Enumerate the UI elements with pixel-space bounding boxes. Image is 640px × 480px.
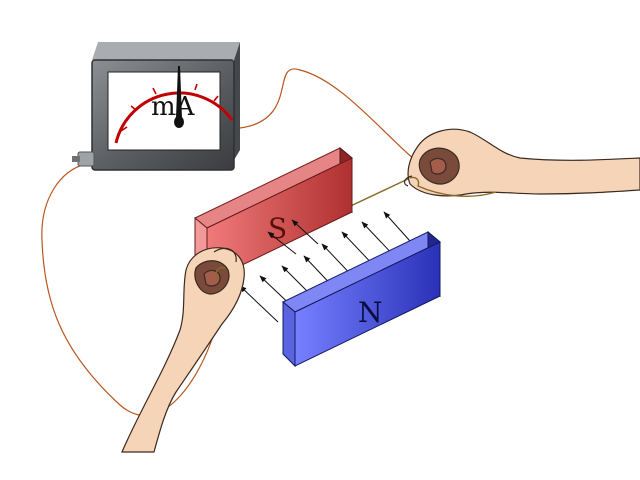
meter-terminal [72, 151, 95, 167]
north-magnet: N [282, 230, 441, 368]
held-wire [215, 176, 497, 279]
right-hand-icon [403, 128, 640, 197]
milliammeter: mA [72, 42, 240, 171]
field-line [267, 231, 297, 255]
field-line [291, 219, 319, 245]
meter-needle [176, 66, 182, 118]
meter-face [107, 71, 221, 151]
field-line [239, 285, 279, 323]
left-hand-icon [121, 247, 245, 453]
meter-unit-label: mA [151, 92, 196, 122]
meter-scale-ticks [120, 83, 219, 132]
meter-scale-arc [114, 91, 234, 144]
north-pole-label: N [358, 296, 383, 329]
